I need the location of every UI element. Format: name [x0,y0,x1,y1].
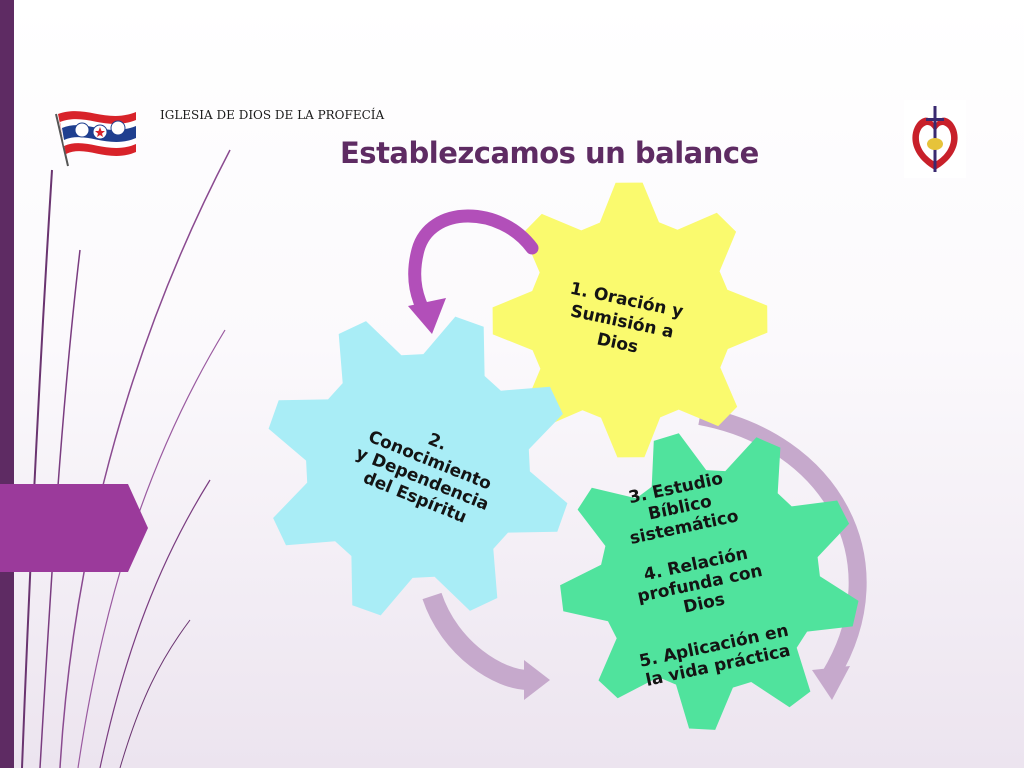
arrow-top-curve [408,209,539,323]
gear-study [560,433,859,730]
church-emblem-logo [904,100,966,178]
page-title: Establezcamos un balance [340,136,759,170]
gear-spirit [268,316,568,616]
arrow-spirit-to-study [422,592,529,690]
left-accent-bar [0,0,14,768]
arrow-study-to-prayer-head [812,666,850,700]
gear-prayer [492,182,768,458]
section-tab [0,484,148,572]
arrow-top-curve-head [408,298,446,334]
church-flag-logo [55,111,136,167]
organization-name: IGLESIA DE DIOS DE LA PROFECÍA [160,108,385,122]
decorative-stripes [21,149,231,768]
arrow-spirit-to-study-head [524,660,550,700]
